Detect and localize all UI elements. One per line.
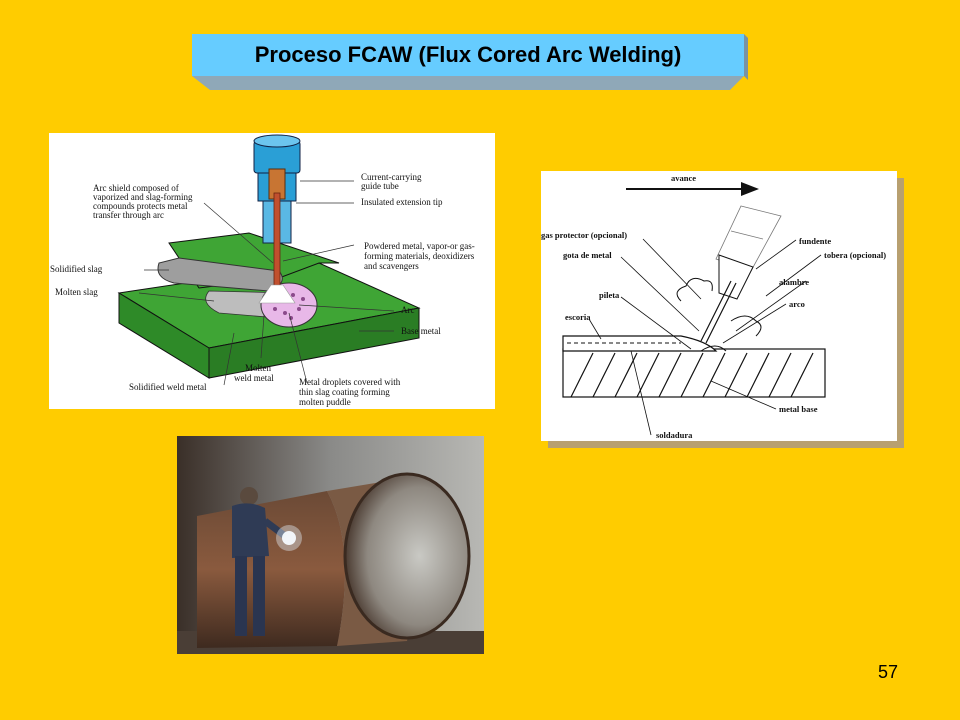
label-solidified-slag: Solidified slag <box>50 264 103 274</box>
pileta <box>700 345 727 352</box>
pipe-body <box>197 491 345 648</box>
label-guide-tube-2: guide tube <box>361 181 399 191</box>
label-escoria: escoria <box>565 312 591 322</box>
label-metal-droplets-3: molten puddle <box>299 397 351 407</box>
nozzle <box>718 254 754 300</box>
welder-head <box>240 487 258 505</box>
arc <box>258 284 296 304</box>
label-arco: arco <box>789 299 805 309</box>
label-guide-tube-1: Current-carrying <box>361 172 422 182</box>
label-gota: gota de metal <box>563 250 612 260</box>
slide-title: Proceso FCAW (Flux Cored Arc Welding) <box>254 42 682 67</box>
page-number: 57 <box>878 662 899 682</box>
label-arc-shield-3: compounds protects metal <box>93 201 188 211</box>
label-metal-droplets-2: thin slag coating forming <box>299 387 390 397</box>
label-soldadura: soldadura <box>656 430 693 440</box>
label-powdered-metal-3: and scavengers <box>364 261 419 271</box>
label-base-metal: Base metal <box>401 326 441 336</box>
label-powdered-metal-2: forming materials, deoxidizers <box>364 251 475 261</box>
label-arc-shield-2: vaporized and slag-forming <box>93 192 193 202</box>
gas-cloud-right <box>730 315 762 337</box>
fcaw-diagram-svg: Current-carrying guide tube Insulated ex… <box>50 134 475 407</box>
welder-body <box>232 503 269 558</box>
wire <box>705 282 737 344</box>
welding-photo <box>177 436 484 654</box>
label-gas-protector: gas protector (opcional) <box>541 230 627 240</box>
electrode-wire <box>273 192 281 289</box>
welder-legs <box>253 556 265 636</box>
title-banner: Proceso FCAW (Flux Cored Arc Welding) <box>192 34 748 92</box>
label-molten-weld-2: weld metal <box>234 373 274 383</box>
label-arc: Arc <box>401 305 415 315</box>
label-molten-weld-1: Molten <box>245 363 271 373</box>
pipe-opening <box>343 472 471 640</box>
title-bevel <box>192 34 748 90</box>
title-box: Proceso FCAW (Flux Cored Arc Welding) <box>192 34 744 76</box>
label-solidified-weld: Solidified weld metal <box>129 382 207 392</box>
label-arc-shield-1: Arc shield composed of <box>93 183 179 193</box>
label-avance: avance <box>671 173 696 183</box>
label-molten-slag: Molten slag <box>55 287 98 297</box>
label-metal-base: metal base <box>779 404 818 414</box>
fcaw-diagram-spanish: avance <box>541 171 897 441</box>
label-tobera: tobera (opcional) <box>824 250 886 260</box>
label-pileta: pileta <box>599 290 620 300</box>
label-arc-shield-4: transfer through arc <box>93 210 164 220</box>
gas-cloud-left <box>676 277 713 302</box>
fcaw-diagram-english: Current-carrying guide tube Insulated ex… <box>49 133 495 409</box>
fcaw-diagram-es-svg: avance <box>541 173 886 440</box>
base-metal-front-right <box>208 307 420 379</box>
base-metal-block <box>562 348 826 398</box>
welding-photo-svg <box>177 436 484 654</box>
label-fundente: fundente <box>799 236 831 246</box>
label-extension-tip: Insulated extension tip <box>361 197 443 207</box>
welding-arc-glow <box>282 531 296 545</box>
label-powdered-metal-1: Powdered metal, vapor-or gas- <box>364 241 475 251</box>
label-metal-droplets-1: Metal droplets covered with <box>299 377 401 387</box>
label-alambre: alambre <box>779 277 809 287</box>
